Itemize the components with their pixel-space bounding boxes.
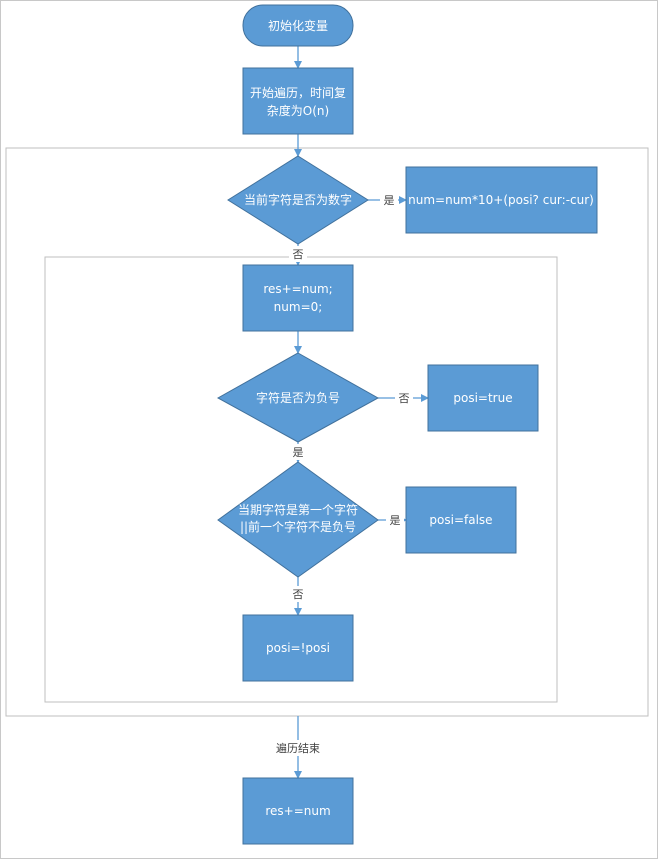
num-update-node: num=num*10+(posi? cur:-cur) [405,166,598,234]
traverse-node-label-2: 杂度为O(n) [267,103,329,118]
res-reset-label-1: res+=num; [263,282,332,296]
is-digit-label: 当前字符是否为数字 [244,192,352,207]
first-char-label-2: ||前一个字符不是负号 [240,519,356,534]
res-reset-node: res+=num; num=0; [242,264,354,332]
start-node-label: 初始化变量 [268,18,328,33]
posi-false-node: posi=false [405,486,517,554]
edge-label-no-3: 否 [293,588,304,601]
traverse-node: 开始遍历，时间复 杂度为O(n) [242,67,354,135]
is-digit-decision: 当前字符是否为数字 [227,155,369,245]
num-update-label: num=num*10+(posi? cur:-cur) [408,193,594,207]
edge-label-no-2: 否 [399,392,410,405]
final-res-label: res+=num [265,804,330,818]
edge-label-end-traverse: 遍历结束 [276,742,320,755]
res-reset-label-2: num=0; [274,300,323,314]
final-res-node: res+=num [242,777,354,845]
edge-label-yes-1: 是 [384,194,395,207]
posi-true-label: posi=true [453,391,512,405]
edge-label-yes-3: 是 [390,514,401,527]
posi-not-node: posi=!posi [242,614,354,682]
outer-loop-group [5,147,649,717]
traverse-node-label-1: 开始遍历，时间复 [250,86,346,100]
first-char-decision: 当期字符是第一个字符 ||前一个字符不是负号 [217,461,379,578]
edge-label-no-1: 否 [293,248,304,261]
posi-false-label: posi=false [429,513,492,527]
is-negative-decision: 字符是否为负号 [216,352,380,443]
first-char-label-1: 当期字符是第一个字符 [238,502,358,517]
start-node: 初始化变量 [242,4,354,47]
posi-not-label: posi=!posi [266,641,330,655]
edge-label-yes-2: 是 [293,446,304,459]
posi-true-node: posi=true [427,364,539,432]
is-negative-label: 字符是否为负号 [256,390,340,405]
